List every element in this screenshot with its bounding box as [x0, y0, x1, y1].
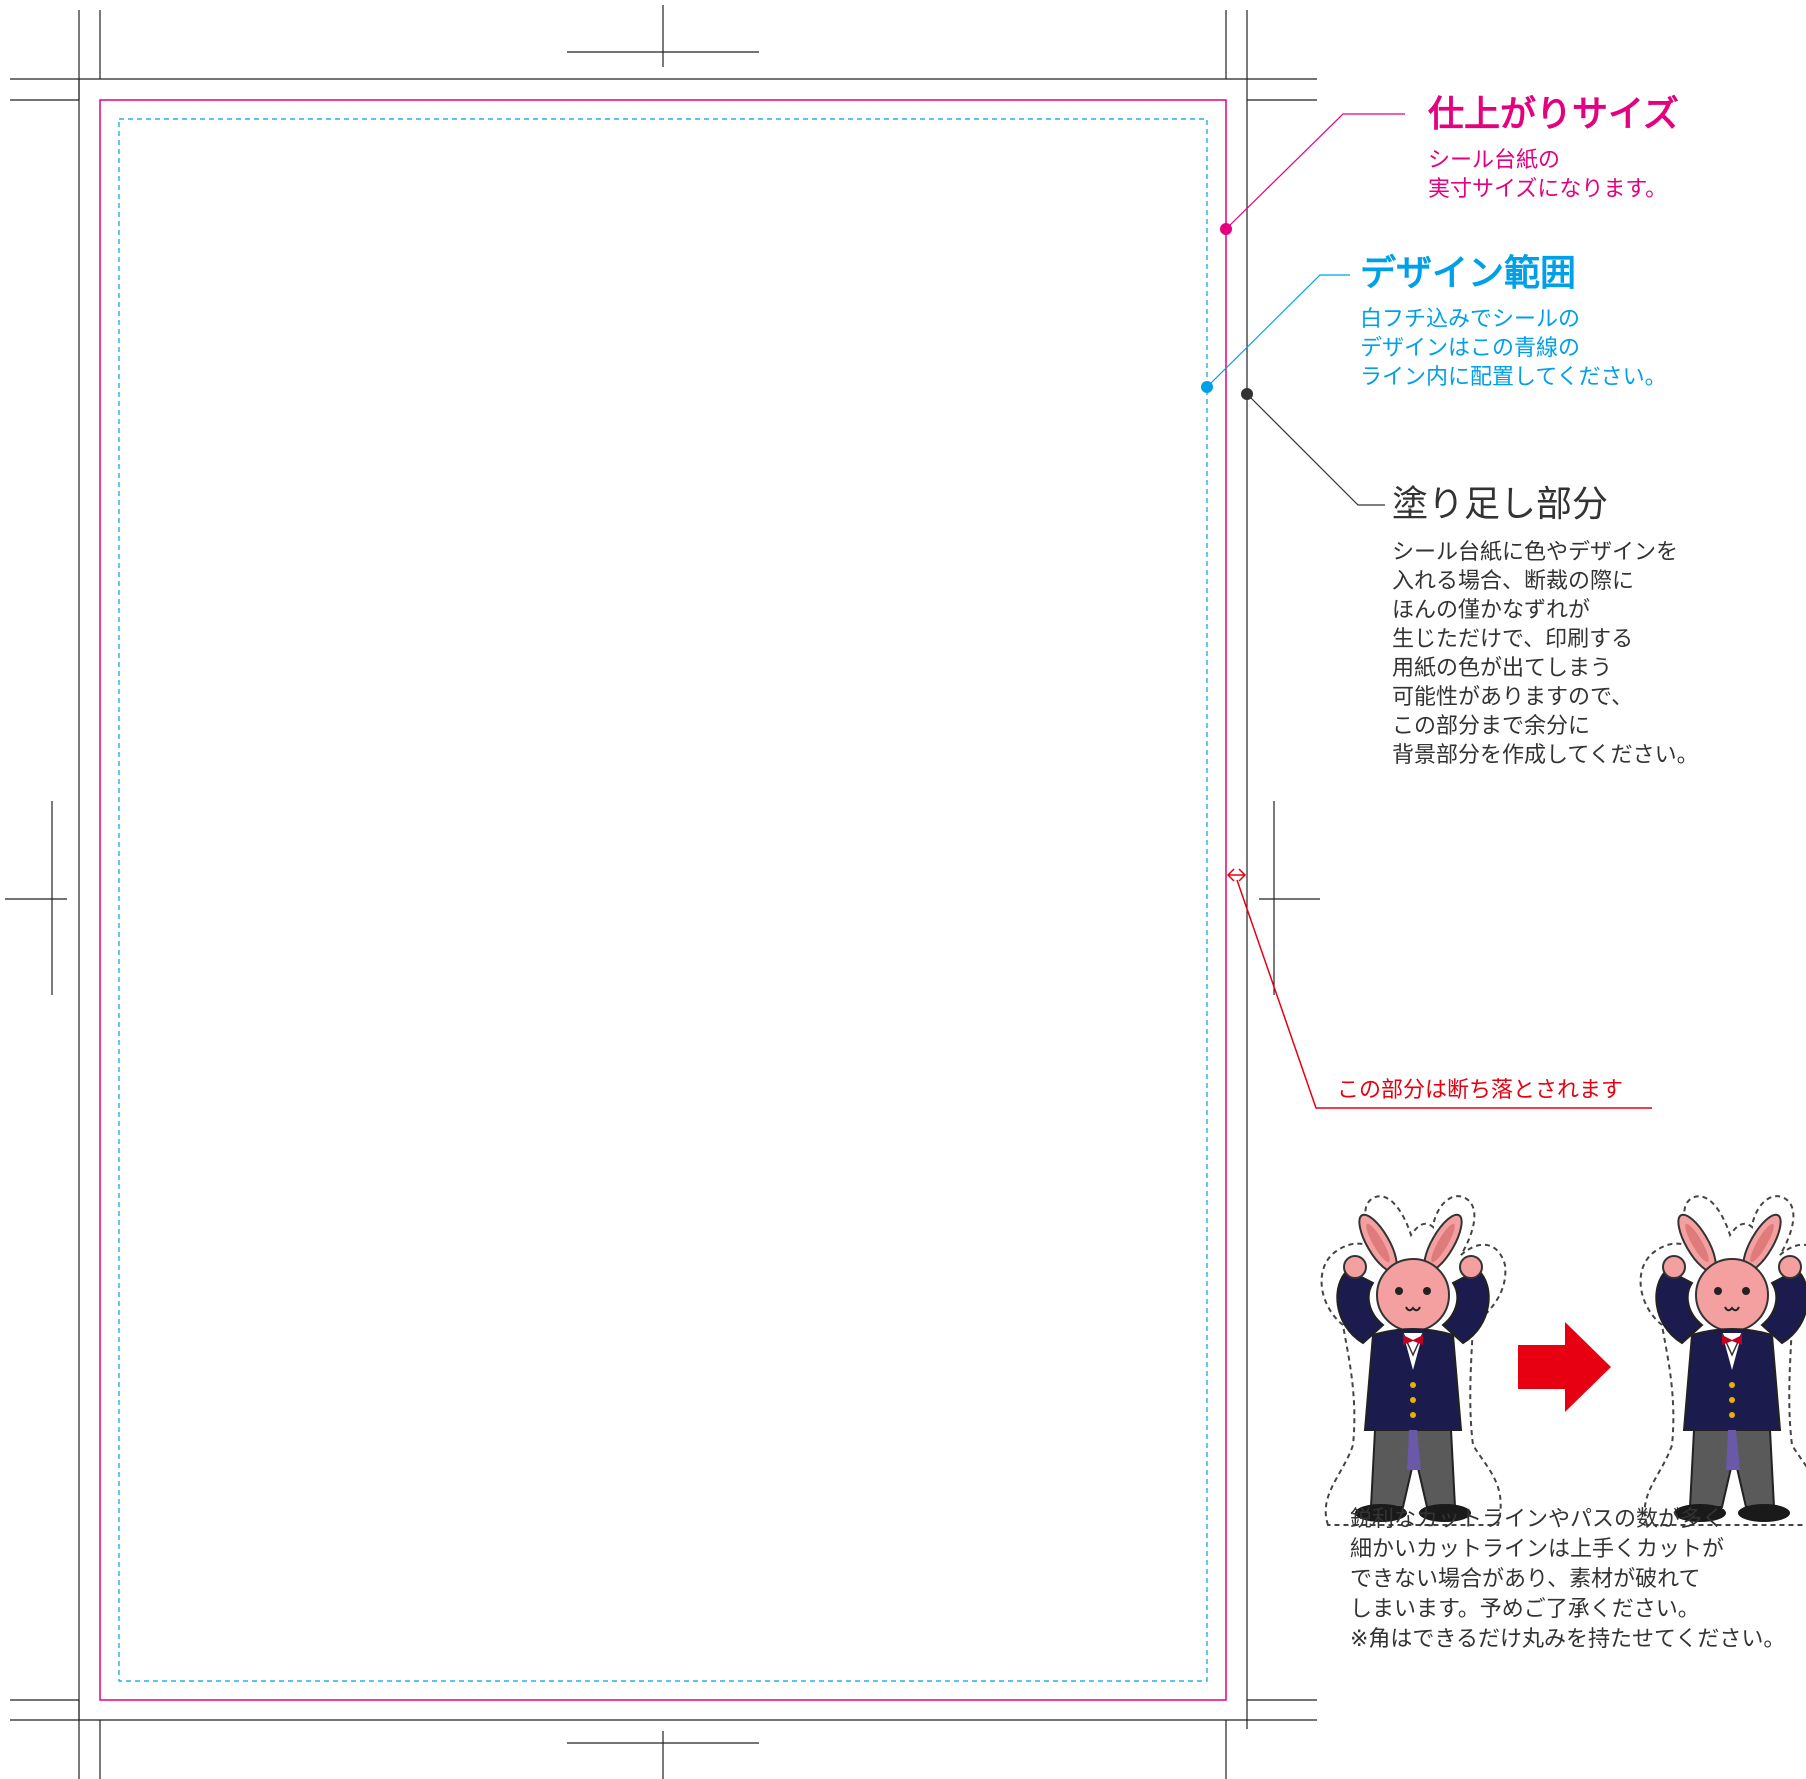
rabbit-sticker-icon	[1639, 1195, 1806, 1526]
rabbit-sticker-icon	[1320, 1195, 1507, 1526]
note-line: ※角はできるだけ丸みを持たせてください。	[1350, 1627, 1786, 1652]
crop-mark-icon	[5, 5, 1320, 1779]
bleed-leader	[1246, 393, 1385, 506]
bleed-desc-line: ほんの僅かなずれが	[1392, 598, 1591, 623]
design-dot-icon	[1201, 381, 1213, 393]
trim-desc-line: 実寸サイズになります。	[1428, 177, 1668, 202]
trim-frame	[99, 99, 1227, 1701]
design-desc-line: デザインはこの青線の	[1360, 336, 1581, 361]
design-desc-line: ライン内に配置してください。	[1360, 365, 1667, 390]
bleed-desc-line: 入れる場合、断裁の際に	[1392, 569, 1635, 594]
bleed-desc-line: この部分まで余分に	[1392, 714, 1591, 739]
note-line: できない場合があり、素材が破れて	[1350, 1567, 1701, 1592]
bleed-desc-line: 背景部分を作成してください。	[1392, 743, 1699, 768]
cutoff-label: この部分は断ち落とされます	[1337, 1078, 1624, 1103]
bleed-desc-line: 用紙の色が出てしまう	[1392, 656, 1613, 681]
bleed-title: 塗り足し部分	[1392, 484, 1609, 525]
design-desc-line: 白フチ込みでシールの	[1360, 307, 1581, 332]
trim-dot-icon	[1220, 223, 1232, 235]
trim-desc-line: シール台紙の	[1428, 148, 1561, 173]
bleed-desc-line: 生じただけで、印刷する	[1392, 627, 1634, 652]
bleed-desc: シール台紙に色やデザインを 入れる場合、断裁の際に ほんの僅かなずれが 生じただ…	[1392, 538, 1699, 770]
note-line: 鋭利なカットラインやパスの数が多く	[1350, 1507, 1725, 1532]
design-desc: 白フチ込みでシールの デザインはこの青線の ライン内に配置してください。	[1360, 305, 1667, 392]
trim-title: 仕上がりサイズ	[1428, 94, 1679, 135]
note-line: しまいます。予めご了承ください。	[1350, 1597, 1700, 1622]
design-area-frame	[118, 118, 1208, 1682]
arrow-right-icon	[1518, 1322, 1611, 1412]
cutoff-arrow-icon	[1226, 868, 1652, 1109]
design-leader	[1206, 274, 1350, 388]
note-line: 細かいカットラインは上手くカットが	[1350, 1537, 1725, 1562]
bleed-desc-line: シール台紙に色やデザインを	[1392, 540, 1679, 565]
trim-leader	[1225, 113, 1405, 230]
trim-desc: シール台紙の 実寸サイズになります。	[1428, 146, 1667, 204]
bleed-dot-icon	[1241, 388, 1253, 400]
design-title: デザイン範囲	[1360, 253, 1577, 294]
cut-note: 鋭利なカットラインやパスの数が多く 細かいカットラインは上手くカットが できない…	[1350, 1505, 1785, 1655]
bleed-desc-line: 可能性がありますので、	[1392, 685, 1634, 710]
